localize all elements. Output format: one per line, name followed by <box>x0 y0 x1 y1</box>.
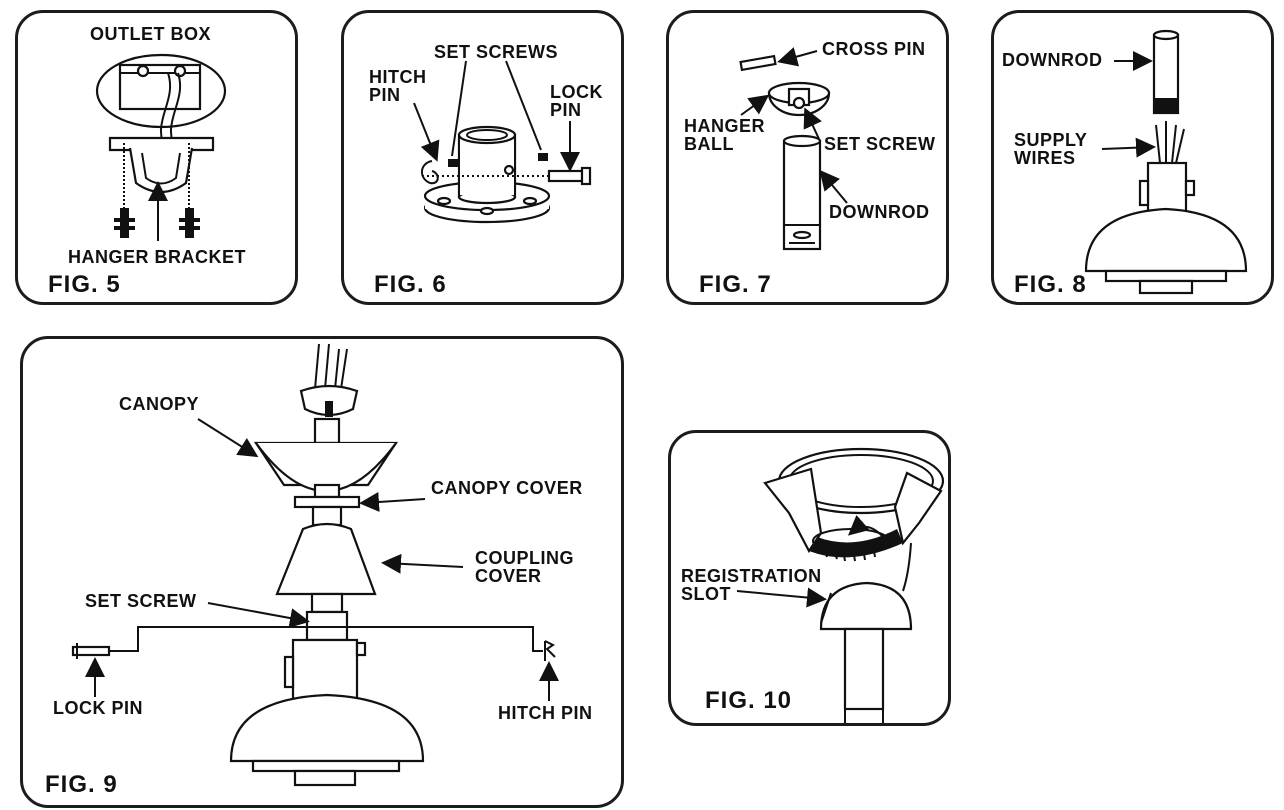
fig6-caption: FIG. 6 <box>374 271 447 298</box>
fig6-label-hitch-pin: HITCH PIN <box>369 67 427 105</box>
hitch-pin-shape <box>544 640 556 661</box>
hanger-bracket-shape <box>108 136 215 152</box>
fig9-label-canopy-cover: CANOPY COVER <box>431 478 583 498</box>
fig6-illustration <box>413 60 592 224</box>
lock-pin-shape <box>71 645 111 657</box>
fig7-label-downrod: DOWNROD <box>829 202 930 222</box>
fig9-illustration <box>71 343 559 787</box>
fig9-label-canopy: CANOPY <box>119 394 200 414</box>
fig8-label-supply-wires: SUPPLY WIRES <box>1014 130 1088 168</box>
fig9-label-lock-pin: LOCK PIN <box>53 698 144 718</box>
hanger-ball-shape <box>819 581 913 631</box>
motor-housing-shape <box>229 693 425 763</box>
fig8-caption: FIG. 8 <box>1014 271 1087 298</box>
fig10-panel: REGISTRATION SLOT FIG. 10 <box>668 430 951 726</box>
fig5-illustration <box>95 53 227 241</box>
hitch-pin-shape <box>421 160 439 185</box>
fig9-label-coupling-cover: COUPLING COVER <box>475 548 575 586</box>
fig7-label-set-screw: SET SCREW <box>824 134 936 154</box>
motor-housing-shape <box>1084 207 1248 273</box>
fig7-panel: CROSS PIN HANGER BALL SET SCREW DOWNROD … <box>666 10 949 305</box>
fig7-label-cross-pin: CROSS PIN <box>822 39 926 59</box>
outlet-box-body <box>118 63 202 111</box>
fig6-label-lock-pin: LOCK PIN <box>550 82 603 120</box>
left-screw-icon <box>114 208 135 238</box>
fig9-caption: FIG. 9 <box>45 771 118 798</box>
right-screw-icon <box>179 208 200 238</box>
fig9-panel: CANOPY CANOPY COVER COUPLING COVER SET S… <box>20 336 624 808</box>
fig10-label-registration-slot: REGISTRATION SLOT <box>681 566 822 604</box>
fig5-panel: OUTLET BOX HANGER BRACKET FIG. 5 <box>15 10 298 305</box>
canopy-cover-shape <box>293 495 361 509</box>
downrod-shape <box>843 627 885 711</box>
fig10-caption: FIG. 10 <box>705 687 793 714</box>
cross-pin-shape <box>739 54 777 72</box>
fig10-illustration <box>736 447 945 723</box>
fig5-label-outlet-box: OUTLET BOX <box>90 24 211 44</box>
fig5-caption: FIG. 5 <box>48 271 121 298</box>
fig9-label-hitch-pin: HITCH PIN <box>498 703 593 723</box>
fig7-caption: FIG. 7 <box>699 271 772 298</box>
fig5-label-hanger-bracket: HANGER BRACKET <box>68 247 246 267</box>
fig6-panel: SET SCREWS HITCH PIN LOCK PIN FIG. 6 <box>341 10 624 305</box>
fig9-label-set-screw: SET SCREW <box>85 591 197 611</box>
fig8-panel: DOWNROD SUPPLY WIRES FIG. 8 <box>991 10 1274 305</box>
fig6-label-set-screws: SET SCREWS <box>434 42 559 62</box>
fig7-illustration <box>739 47 848 251</box>
fig8-illustration <box>1084 29 1248 295</box>
fig7-label-hanger-ball: HANGER BALL <box>684 116 766 154</box>
coupling-cover-shape <box>275 522 377 596</box>
fig8-label-downrod: DOWNROD <box>1002 50 1103 70</box>
